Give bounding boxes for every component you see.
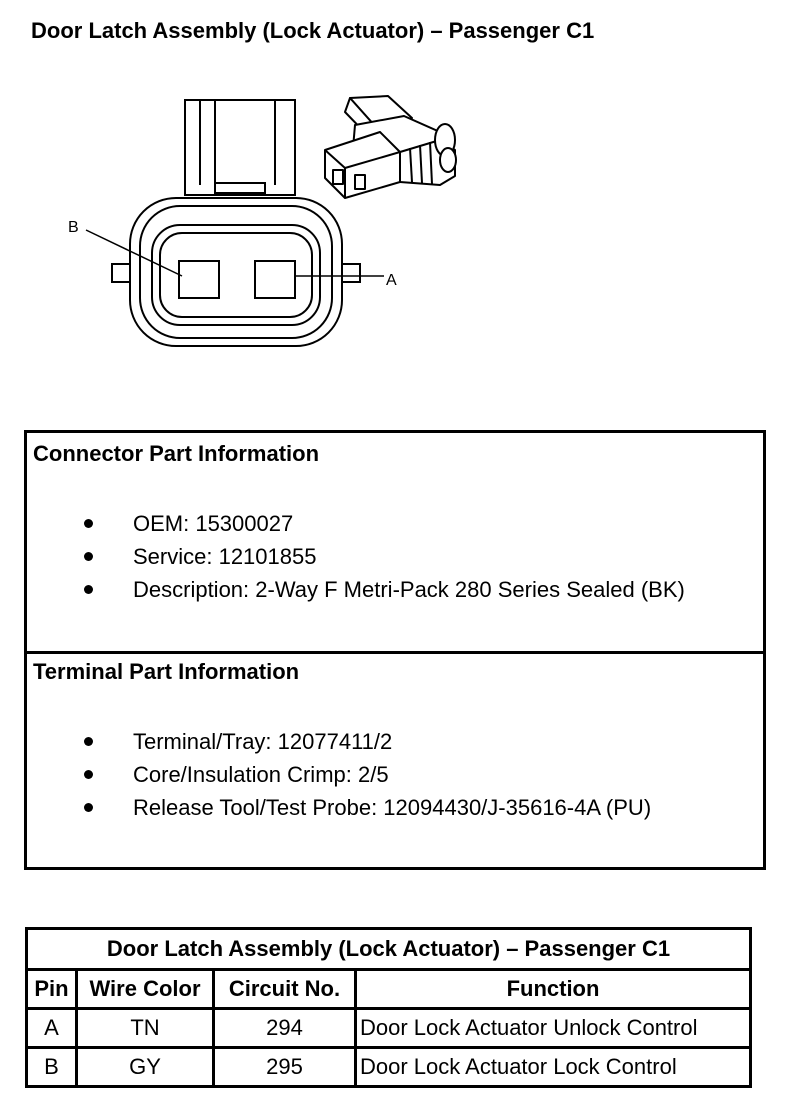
function-cell: Door Lock Actuator Unlock Control (354, 1007, 752, 1049)
table-header-row: Pin Wire Color Circuit No. Function (25, 968, 752, 1010)
terminal-info-heading: Terminal Part Information (33, 659, 300, 684)
terminal-part-info: Terminal Part Information Terminal/Tray:… (33, 659, 652, 820)
connector-info-heading: Connector Part Information (33, 441, 320, 466)
pin-cell: A (25, 1007, 78, 1049)
wire-color-cell: GY (75, 1046, 215, 1088)
function-cell: Door Lock Actuator Lock Control (354, 1046, 752, 1088)
connector-diagram: B A (68, 95, 457, 347)
connector-part-info: Connector Part Information OEM: 15300027… (27, 433, 763, 654)
bullet-icon (84, 585, 93, 594)
table-caption-row: Door Latch Assembly (Lock Actuator) – Pa… (25, 927, 752, 971)
column-header-function: Function (354, 968, 752, 1010)
wire-color-cell: TN (75, 1007, 215, 1049)
connector-isometric-icon (324, 95, 457, 199)
cavity-label-a: A (386, 272, 397, 289)
circuit-cell: 295 (212, 1046, 357, 1088)
bullet-icon (84, 552, 93, 561)
column-header-wire-color: Wire Color (75, 968, 215, 1010)
part-info-box: Connector Part Information OEM: 15300027… (24, 430, 766, 870)
cavity-label-b: B (68, 219, 79, 236)
bullet-icon (84, 770, 93, 779)
bullet-icon (84, 737, 93, 746)
table-row: B GY 295 Door Lock Actuator Lock Control (25, 1046, 752, 1088)
bullet-icon (84, 519, 93, 528)
circuit-cell: 294 (212, 1007, 357, 1049)
table-caption: Door Latch Assembly (Lock Actuator) – Pa… (25, 927, 752, 971)
column-header-circuit: Circuit No. (212, 968, 357, 1010)
table-row: A TN 294 Door Lock Actuator Unlock Contr… (25, 1007, 752, 1049)
pin-cell: B (25, 1046, 78, 1088)
page-title: Door Latch Assembly (Lock Actuator) – Pa… (31, 18, 595, 43)
bullet-icon (84, 803, 93, 812)
pin-table: Door Latch Assembly (Lock Actuator) – Pa… (25, 927, 752, 1088)
column-header-pin: Pin (25, 968, 78, 1010)
